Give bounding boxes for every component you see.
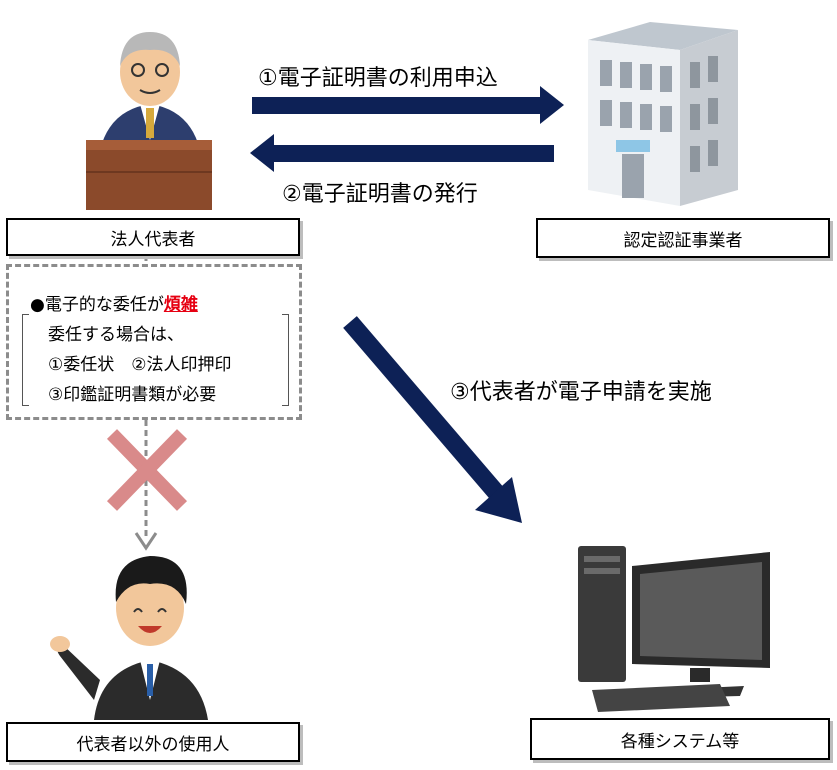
note-headline-emphasis: 煩雑 bbox=[163, 295, 198, 315]
employee-person-icon bbox=[50, 556, 208, 720]
issue-arrow bbox=[250, 134, 554, 172]
delegation-note-box bbox=[6, 264, 302, 420]
other-user-label: 代表者以外の使用人 bbox=[6, 722, 300, 762]
building-icon bbox=[588, 22, 738, 206]
cross-mark-icon bbox=[106, 429, 188, 511]
apply-arrow-label: ①電子証明書の利用申込 bbox=[258, 66, 498, 91]
note-headline: ●電子的な委任が煩雑 bbox=[30, 290, 198, 315]
note-line-3: ③印鑑証明書類が必要 bbox=[48, 385, 217, 405]
submit-arrow-label: ③代表者が電子申請を実施 bbox=[450, 380, 712, 405]
note-bracket-left bbox=[22, 314, 29, 406]
note-headline-prefix: ●電子的な委任が bbox=[30, 295, 164, 315]
submit-arrow bbox=[343, 316, 522, 523]
connector-arrowhead bbox=[134, 532, 158, 551]
representative-person-icon bbox=[86, 32, 212, 210]
apply-arrow bbox=[252, 86, 564, 124]
issue-arrow-label: ②電子証明書の発行 bbox=[282, 182, 478, 207]
note-line-1: 委任する場合は、 bbox=[48, 325, 184, 345]
systems-label: 各種システム等 bbox=[530, 718, 830, 760]
representative-label: 法人代表者 bbox=[6, 218, 300, 256]
note-line-2: ①委任状 ②法人印押印 bbox=[48, 355, 232, 375]
certifier-label: 認定認証事業者 bbox=[536, 218, 830, 258]
computer-icon bbox=[578, 546, 770, 712]
note-bracket-right bbox=[282, 314, 289, 406]
